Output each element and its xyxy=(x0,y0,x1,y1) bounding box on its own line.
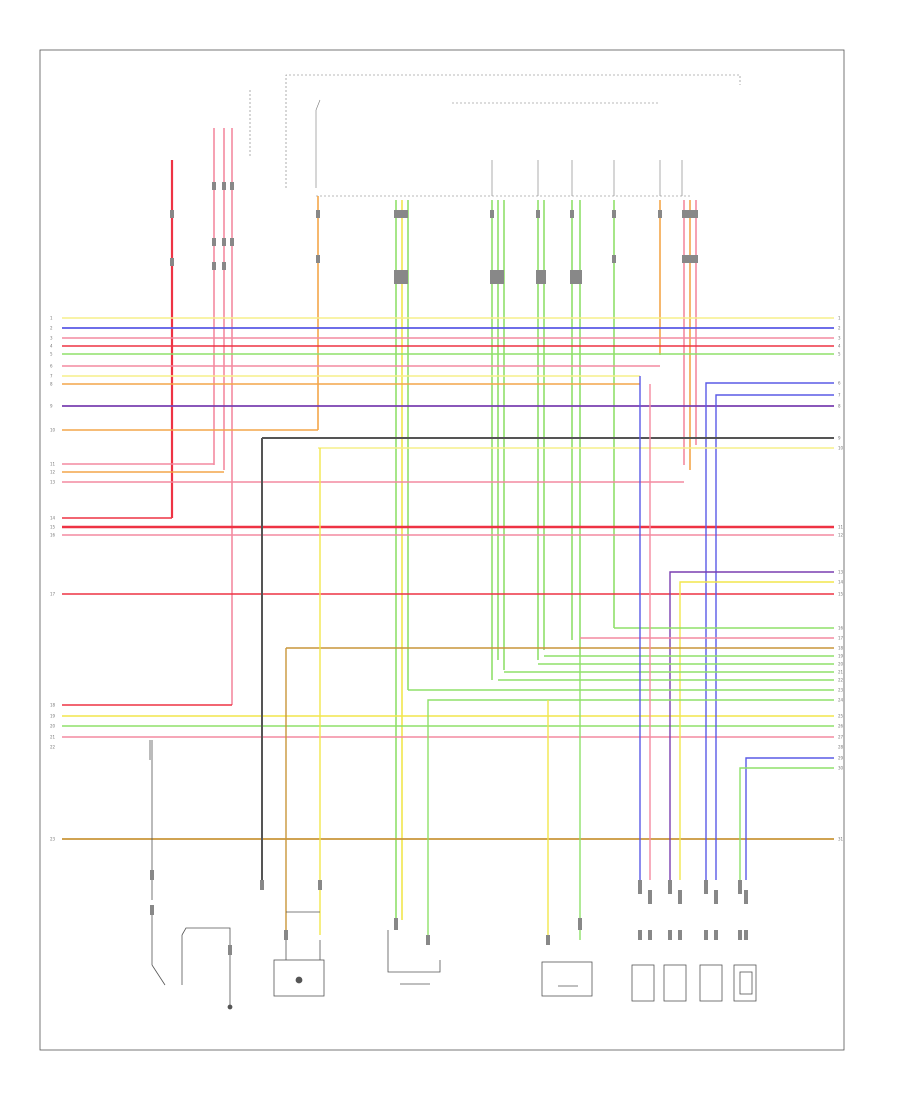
vertical-wires-top xyxy=(170,128,697,920)
left-pin-8: 8 xyxy=(50,382,53,387)
right-pin-28: 28 xyxy=(838,745,844,750)
right-pin-1: 1 xyxy=(838,316,841,321)
right-pin-labels: 1234567891011121314151617181920212223242… xyxy=(838,316,844,842)
switch-component xyxy=(149,740,233,1010)
left-pin-2: 2 xyxy=(50,326,53,331)
right-pin-25: 25 xyxy=(838,714,844,719)
left-pin-6: 6 xyxy=(50,364,53,369)
connector-marks xyxy=(170,182,698,284)
right-pin-20: 20 xyxy=(838,662,844,667)
left-pin-13: 13 xyxy=(50,480,56,485)
right-pin-14: 14 xyxy=(838,580,844,585)
left-pin-11: 11 xyxy=(50,462,56,467)
right-pin-21: 21 xyxy=(838,670,844,675)
left-pin-15: 15 xyxy=(50,525,56,530)
right-pin-24: 24 xyxy=(838,698,844,703)
right-pin-18: 18 xyxy=(838,646,844,651)
right-pin-11: 11 xyxy=(838,525,844,530)
right-pin-8: 8 xyxy=(838,404,841,409)
left-pin-22: 22 xyxy=(50,745,56,750)
left-pin-5: 5 xyxy=(50,352,53,357)
left-pin-23: 23 xyxy=(50,837,56,842)
right-pin-6: 6 xyxy=(838,381,841,386)
right-pin-27: 27 xyxy=(838,735,844,740)
left-pin-18: 18 xyxy=(50,703,56,708)
component-box-2 xyxy=(387,930,441,985)
right-pin-3: 3 xyxy=(838,336,841,341)
left-pin-9: 9 xyxy=(50,404,53,409)
component-box-1 xyxy=(273,911,325,997)
left-pin-19: 19 xyxy=(50,714,56,719)
right-pin-17: 17 xyxy=(838,636,844,641)
right-pin-29: 29 xyxy=(838,756,844,761)
right-pin-26: 26 xyxy=(838,724,844,729)
left-pin-10: 10 xyxy=(50,428,56,433)
horizontal-wires xyxy=(62,317,834,840)
right-pin-30: 30 xyxy=(838,766,844,771)
right-pin-10: 10 xyxy=(838,446,844,451)
top-bus xyxy=(249,74,741,197)
bottom-connector-marks xyxy=(260,880,748,945)
diagram-frame xyxy=(39,49,845,1051)
right-pin-9: 9 xyxy=(838,436,841,441)
left-pin-17: 17 xyxy=(50,592,56,597)
left-pin-3: 3 xyxy=(50,336,53,341)
left-pin-7: 7 xyxy=(50,374,53,379)
right-pin-19: 19 xyxy=(838,654,844,659)
component-box-3 xyxy=(541,961,593,997)
left-pin-4: 4 xyxy=(50,344,53,349)
left-pin-1: 1 xyxy=(50,316,53,321)
left-pin-12: 12 xyxy=(50,470,56,475)
left-pin-21: 21 xyxy=(50,735,56,740)
right-pin-23: 23 xyxy=(838,688,844,693)
right-pin-7: 7 xyxy=(838,393,841,398)
right-pin-4: 4 xyxy=(838,344,841,349)
right-pin-5: 5 xyxy=(838,352,841,357)
right-pin-31: 31 xyxy=(838,837,844,842)
right-pin-13: 13 xyxy=(838,570,844,575)
right-pin-15: 15 xyxy=(838,592,844,597)
component-box-4 xyxy=(631,964,757,1002)
right-pin-16: 16 xyxy=(838,626,844,631)
right-wires xyxy=(261,376,834,945)
right-pin-22: 22 xyxy=(838,678,844,683)
right-pin-12: 12 xyxy=(838,533,844,538)
left-pin-14: 14 xyxy=(50,516,56,521)
right-pin-2: 2 xyxy=(838,326,841,331)
left-pin-16: 16 xyxy=(50,533,56,538)
left-pin-20: 20 xyxy=(50,724,56,729)
